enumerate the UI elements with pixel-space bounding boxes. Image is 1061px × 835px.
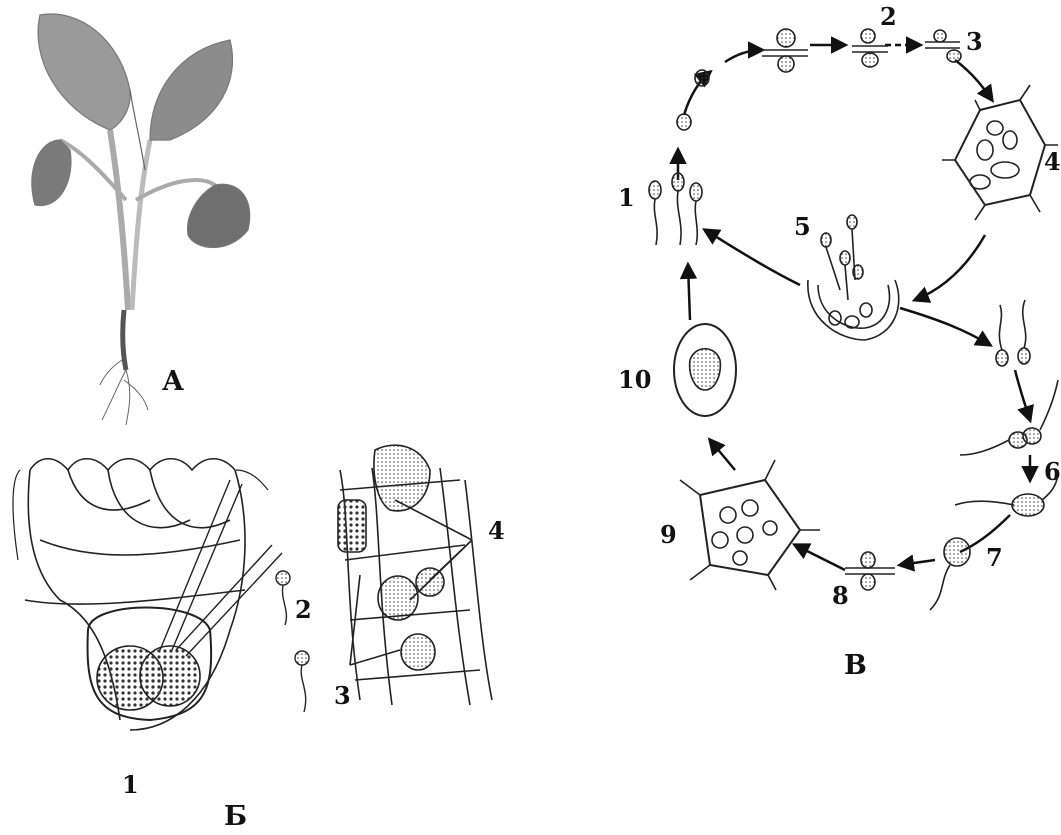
life-cycle-stages bbox=[649, 29, 1058, 610]
v-number-6: 6 bbox=[1044, 460, 1061, 484]
panel-label-a: А bbox=[162, 368, 184, 395]
b-number-1: 1 bbox=[122, 773, 139, 797]
panel-label-v: В bbox=[844, 652, 867, 679]
plant-drawing bbox=[32, 14, 250, 425]
root-tissue-drawing bbox=[13, 459, 282, 730]
v-number-8: 8 bbox=[832, 584, 849, 608]
v-number-5: 5 bbox=[794, 215, 811, 239]
v-number-9: 9 bbox=[660, 523, 677, 547]
panel-label-b: Б bbox=[224, 803, 247, 830]
zoospore-b2 bbox=[276, 571, 309, 712]
life-cycle-arrows bbox=[678, 45, 1030, 570]
v-number-3: 3 bbox=[966, 30, 983, 54]
v-number-10: 10 bbox=[618, 368, 651, 392]
v-number-1: 1 bbox=[618, 186, 635, 210]
infected-cells-drawing bbox=[335, 445, 492, 710]
v-number-7: 7 bbox=[986, 546, 1003, 570]
b-number-4: 4 bbox=[488, 519, 505, 543]
v-number-4: 4 bbox=[1044, 150, 1061, 174]
b-number-3: 3 bbox=[334, 684, 351, 708]
b-number-2: 2 bbox=[295, 598, 312, 622]
v-number-2: 2 bbox=[880, 5, 897, 29]
